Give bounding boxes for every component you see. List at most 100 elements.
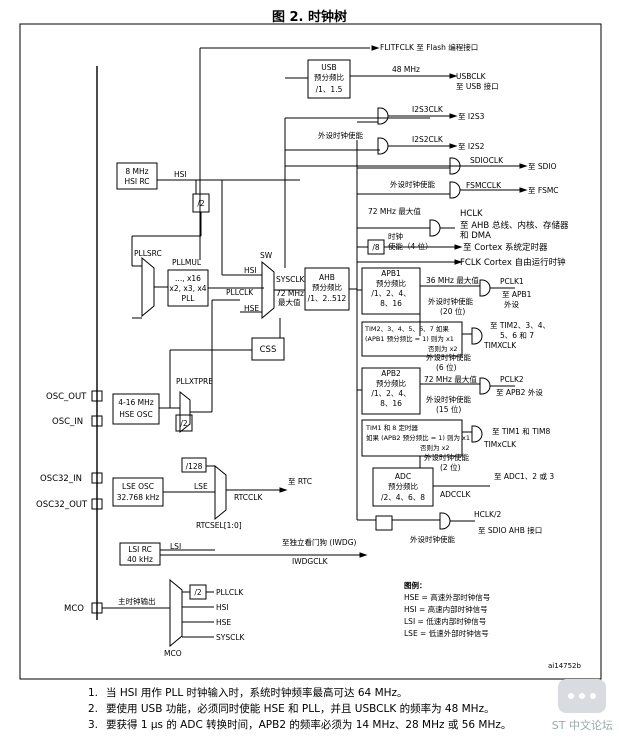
mco-mux-label: MCO bbox=[164, 649, 182, 658]
sysclk-72-label: 72 MHz bbox=[276, 289, 304, 298]
fsmc-enable-label: 外设时钟使能 bbox=[390, 179, 435, 189]
rtc-div128-block bbox=[181, 457, 207, 473]
tim18-enable: 外设时钟使能 bbox=[424, 452, 469, 462]
pclk2-label: PCLK2 bbox=[500, 375, 524, 384]
legend-hsi: HSI = 高速内部时钟信号 bbox=[404, 604, 488, 614]
tim18-l2: 如果 (APB2 预分频比 = 1) 则为 x1 bbox=[366, 433, 470, 442]
forum-watermark: ST 中文论坛 bbox=[552, 679, 613, 733]
osc32-in-label: OSC32_IN bbox=[40, 474, 82, 484]
hclk-dest-l1: 至 AHB 总线、内核、存储器 bbox=[460, 220, 569, 231]
rtcsel-label: RTCSEL[1:0] bbox=[196, 521, 242, 530]
usb-48mhz-label: 48 MHz bbox=[392, 65, 420, 74]
sw-hsi-label: HSI bbox=[244, 266, 257, 275]
adc-prescaler-block bbox=[372, 467, 434, 507]
pclk2-gate bbox=[479, 377, 491, 395]
hse-osc-freq: 4-16 MHz bbox=[118, 398, 154, 407]
lse-osc-name: LSE OSC bbox=[122, 482, 154, 491]
i2s2clk-label: I2S2CLK bbox=[412, 135, 444, 144]
timxclk-label: TIMXCLK bbox=[483, 341, 517, 350]
hsi-rc-block bbox=[116, 162, 158, 190]
usb-prescaler-block bbox=[307, 59, 351, 99]
apb1-l4: 8、16 bbox=[380, 299, 402, 308]
sdio-dest-label: 至 SDIO bbox=[528, 162, 557, 171]
css-block bbox=[251, 337, 285, 361]
hse-div2-label: /2 bbox=[180, 419, 188, 428]
hclk-dest-l2: 和 DMA bbox=[460, 231, 491, 241]
tim2-7-dest-l1: 至 TIM2、3、4、 bbox=[490, 321, 550, 330]
pll-label: PLL bbox=[182, 294, 196, 303]
ahb-l1: AHB bbox=[319, 273, 335, 282]
hclk-label: HCLK bbox=[460, 209, 483, 219]
adc-dest-label: 至 ADC1、2 或 3 bbox=[494, 471, 554, 481]
sysclk-label: SYSCLK bbox=[276, 275, 306, 284]
apb2-l4: 8、16 bbox=[380, 399, 402, 408]
apb1-l1: APB1 bbox=[381, 269, 401, 278]
i2s3-dest-label: 至 I2S3 bbox=[458, 112, 485, 121]
pllclk-label: PLLCLK bbox=[226, 288, 254, 297]
i2s-enable-label: 外设时钟使能 bbox=[318, 130, 363, 140]
rtcsel-mux bbox=[214, 464, 227, 521]
i2s2-gate bbox=[377, 137, 389, 155]
osc-out-label: OSC_OUT bbox=[46, 392, 87, 402]
adcclk-label: ADCCLK bbox=[440, 490, 472, 499]
legend-title: 图例： bbox=[404, 580, 427, 590]
lsi-rc-name: LSI RC bbox=[128, 545, 152, 554]
tim18-mult-block bbox=[361, 419, 463, 457]
apb2-enable-bits: (15 位) bbox=[436, 404, 461, 414]
pll-mult-l2: x2, x3, x4 bbox=[169, 284, 206, 293]
hclk-gate bbox=[429, 219, 441, 237]
apb2-dest-label: 至 APB2 外设 bbox=[496, 387, 543, 397]
hse-osc-block bbox=[112, 393, 160, 425]
legend-lsi: LSI = 低速内部时钟信号 bbox=[404, 616, 486, 626]
footnotes: 1.当 HSI 用作 PLL 时钟输入时，系统时钟频率最高可达 64 MHz。 … bbox=[88, 685, 511, 733]
fsmc-gate bbox=[449, 181, 461, 199]
footnote-2: 2.要使用 USB 功能，必须同时使能 HSE 和 PLL，并且 USBCLK … bbox=[88, 703, 495, 715]
pllsrc-label: PLLSRC bbox=[134, 249, 162, 258]
adc-l3: /2、4、6、8 bbox=[381, 493, 425, 502]
sdio-ahb-enable: 外设时钟使能 bbox=[410, 534, 455, 544]
ahb-l2: 预分频比 bbox=[312, 282, 342, 292]
hsi-div2-label: /2 bbox=[197, 199, 205, 208]
cortex-timer-label: 至 Cortex 系统定时器 bbox=[463, 242, 548, 253]
apb1-enable-bits: (20 位) bbox=[440, 306, 465, 316]
iwdgclk-label: IWDGCLK bbox=[292, 557, 329, 566]
usb-block-l3: /1、1.5 bbox=[316, 85, 343, 94]
pllsrc-mux bbox=[141, 256, 155, 318]
figure-title: 图 2. 时钟树 bbox=[271, 10, 348, 25]
pll-mult-l1: ..., x16 bbox=[175, 274, 201, 283]
tim-apb1-mult-block bbox=[361, 321, 463, 357]
usb-block-l2: 预分频比 bbox=[314, 72, 344, 82]
tim-apb1-l2: (APB1 预分频比 = 1) 则为 x1 bbox=[365, 334, 454, 343]
i2s3-gate bbox=[377, 107, 389, 125]
rtc-dest-label: 至 RTC bbox=[288, 477, 312, 486]
enable-4bit-label: 使能（4 位） bbox=[388, 241, 433, 251]
sdio-hclk-div2-block bbox=[375, 515, 393, 531]
sdio-ahb-dest-label: 至 SDIO AHB 接口 bbox=[478, 525, 542, 535]
timxclk2-label: TIMxCLK bbox=[483, 440, 517, 449]
lse-label: LSE bbox=[194, 482, 208, 491]
sdio-ahb-gate bbox=[439, 512, 451, 530]
adc-l2: 预分频比 bbox=[388, 481, 418, 491]
osc32-out-pin bbox=[91, 498, 103, 510]
hse-div2-block bbox=[175, 414, 193, 432]
tim-apb1-l3: 否则为 x2 bbox=[428, 344, 458, 353]
i2s2-dest-label: 至 I2S2 bbox=[458, 142, 485, 151]
lsi-rc-block bbox=[119, 542, 161, 566]
usbclk-label: USBCLK bbox=[456, 72, 487, 81]
osc-in-label: OSC_IN bbox=[52, 417, 83, 427]
flitf-label: FLITFCLK 至 Flash 编程接口 bbox=[380, 42, 478, 52]
sdioclk-label: SDIOCLK bbox=[470, 156, 504, 165]
tim18-l3: 否则为 x2 bbox=[420, 443, 450, 452]
figure-ref-id: ai14752b bbox=[548, 662, 582, 670]
pclk1-label: PCLK1 bbox=[500, 277, 524, 286]
osc32-out-label: OSC32_OUT bbox=[36, 500, 88, 510]
legend-lse: LSE = 低速外部时钟信号 bbox=[404, 628, 489, 638]
hclk2-label: HCLK/2 bbox=[474, 510, 502, 519]
apb2-l1: APB2 bbox=[381, 369, 401, 378]
mco-mux bbox=[169, 578, 183, 648]
tim18-gate bbox=[471, 425, 483, 443]
apb2-prescaler-block bbox=[361, 367, 421, 415]
mco-sysclk-label: SYSCLK bbox=[216, 633, 246, 642]
rtcclk-label: RTCCLK bbox=[234, 493, 263, 502]
